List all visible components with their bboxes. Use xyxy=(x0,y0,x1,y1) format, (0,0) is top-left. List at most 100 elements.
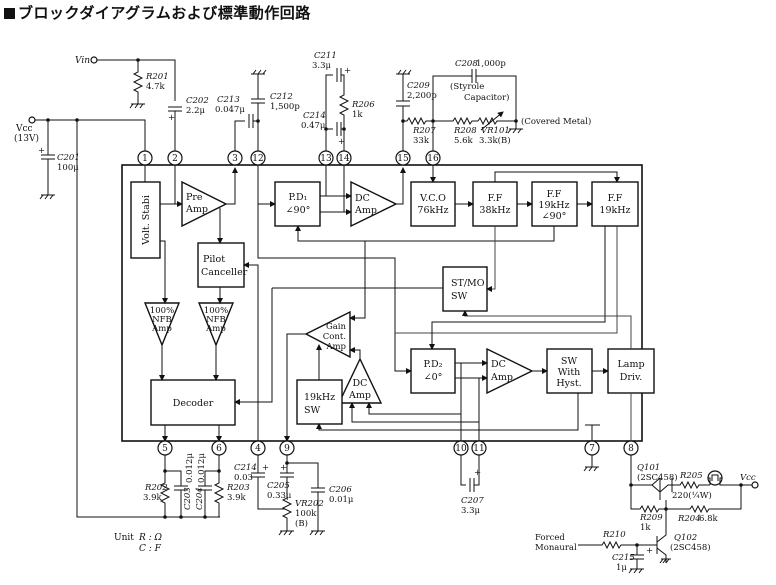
label-text: Forced xyxy=(535,533,565,543)
amp-triangle xyxy=(304,310,351,359)
resistor-r207 xyxy=(403,116,433,126)
label-text: Amp xyxy=(490,372,513,383)
junction-dot xyxy=(342,127,346,131)
ground-icon xyxy=(278,530,294,536)
label-text: 15 xyxy=(397,154,409,164)
label-text: 3.9k xyxy=(143,493,163,503)
block-outline xyxy=(274,181,321,227)
block-pd1: P.D₁ ∠90° xyxy=(274,181,321,227)
ext-c211-r206-c214: + C211 3.3μ R206 1k + C214 0.47μ xyxy=(301,51,375,151)
label-text: 1k xyxy=(352,110,363,120)
label-text: + xyxy=(38,146,45,156)
label-text: 6.8k xyxy=(699,514,719,524)
label-text: R203 xyxy=(226,483,250,493)
label-text: Unit xyxy=(114,533,134,543)
pin-1: 1 xyxy=(137,150,153,166)
label-text: C214 xyxy=(234,463,257,473)
block-outline xyxy=(130,181,161,259)
pin-16: 16 xyxy=(425,150,441,166)
amp-triangle xyxy=(350,180,398,228)
label-text: Decoder xyxy=(173,398,214,409)
pin-7: 7 xyxy=(584,440,600,456)
label-text: 0.03 xyxy=(234,473,253,483)
label-text: 0.012μ xyxy=(185,453,195,483)
label-text: 100k xyxy=(295,509,317,519)
capacitor-c206 xyxy=(286,455,325,531)
vcc-terminal-right xyxy=(751,481,759,489)
ext-vco-network: C209 2,200p R207 33k R208 5.6k VR101 3.3… xyxy=(396,59,591,151)
capacitor-c202 xyxy=(168,106,182,112)
label-text: Volt. Stabi xyxy=(141,195,152,246)
label-text: Amp xyxy=(325,342,346,352)
ext-c207: + C207 3.3μ xyxy=(460,455,484,516)
label-text: SW xyxy=(304,405,321,416)
label-text: F.F xyxy=(608,193,623,204)
label-text: C214 xyxy=(303,111,326,121)
block-gain-cont-amp: Gain Cont. Amp xyxy=(304,310,351,359)
pin-3: 3 xyxy=(227,150,243,166)
title-text: ブロックダイアグラムおよび標準動作回路 xyxy=(18,4,311,22)
label-text: R205 xyxy=(679,471,703,481)
block-outline xyxy=(197,242,245,288)
label-text: R209 xyxy=(639,513,663,523)
capacitor-c215 xyxy=(630,545,644,569)
wire xyxy=(585,424,600,441)
label-text: 4 xyxy=(255,444,261,454)
amp-triangle xyxy=(486,347,534,395)
label-text: SW xyxy=(451,291,468,302)
label-text: 1,000p xyxy=(476,59,506,69)
block-sw-with-hyst: SW With Hyst. xyxy=(546,348,593,394)
label-text: R : Ω xyxy=(138,533,163,543)
label-text: C203 xyxy=(183,487,193,510)
label-text: 5.6k xyxy=(454,136,474,146)
label-text: (Styrole xyxy=(450,81,484,92)
ground-icon xyxy=(309,530,325,536)
block-ff-19k-90: F.F 19kHz ∠90° xyxy=(531,181,578,227)
block-ff-19k: F.F 19kHz xyxy=(591,181,639,227)
pin-12: 12 xyxy=(250,150,266,166)
label-text: P.D₁ xyxy=(289,192,308,203)
label-text: C205 xyxy=(267,481,290,491)
label-text: 19kHz xyxy=(304,392,335,403)
label-text: 100% xyxy=(150,306,174,316)
block-lamp-driv: Lamp Driv. xyxy=(607,348,655,394)
pin-13: 13 xyxy=(318,150,334,166)
label-text: DC xyxy=(353,378,368,389)
internal-wiring xyxy=(144,165,632,442)
capacitor-c209 xyxy=(396,74,410,151)
ext-pilot-network: + C214 0.03 + C205 0.33μ VR202 100k (B) … xyxy=(234,455,354,536)
label-text: 1μ xyxy=(616,563,627,573)
label-text: With xyxy=(558,367,581,378)
label-text: R208 xyxy=(453,126,477,136)
label-text: ∠0° xyxy=(424,372,443,383)
pins-bottom: 5 6 4 9 10 11 7 8 xyxy=(157,440,639,456)
resistor-r205 xyxy=(676,480,710,490)
label-text: (Covered Metal) xyxy=(521,116,591,127)
label-text: + xyxy=(646,546,653,556)
label-text: + xyxy=(474,468,481,478)
label-text: (2SC458) xyxy=(637,472,678,483)
label-text: NFB xyxy=(152,315,172,325)
resistor-r202 xyxy=(159,471,171,517)
ground-icon xyxy=(39,194,55,200)
label-text: 2 xyxy=(172,154,178,164)
label-text: + xyxy=(338,137,345,147)
label-text: Gain xyxy=(326,322,347,332)
label-text: 0.33μ xyxy=(267,491,292,501)
ext-input-section: Vin R201 4.7k + C202 2.2μ Vcc (13V) + C2… xyxy=(14,56,220,518)
label-text: 2.2μ xyxy=(186,106,206,116)
capacitor-c205-vr202 xyxy=(280,463,294,531)
label-text: 19kHz xyxy=(538,200,569,211)
label-text: Canceller xyxy=(201,267,248,278)
label-text: Pilot xyxy=(203,254,225,265)
label-text: R207 xyxy=(412,126,436,136)
label-text: 8 xyxy=(628,444,634,454)
capacitor-c208 xyxy=(432,69,517,121)
ground-icon xyxy=(659,558,671,564)
junction-dot xyxy=(179,515,183,519)
label-text: 100% xyxy=(204,306,228,316)
label-text: R201 xyxy=(145,72,169,82)
ground-icon xyxy=(396,69,412,75)
pins-top: 1 2 3 12 13 14 15 16 xyxy=(137,150,441,166)
